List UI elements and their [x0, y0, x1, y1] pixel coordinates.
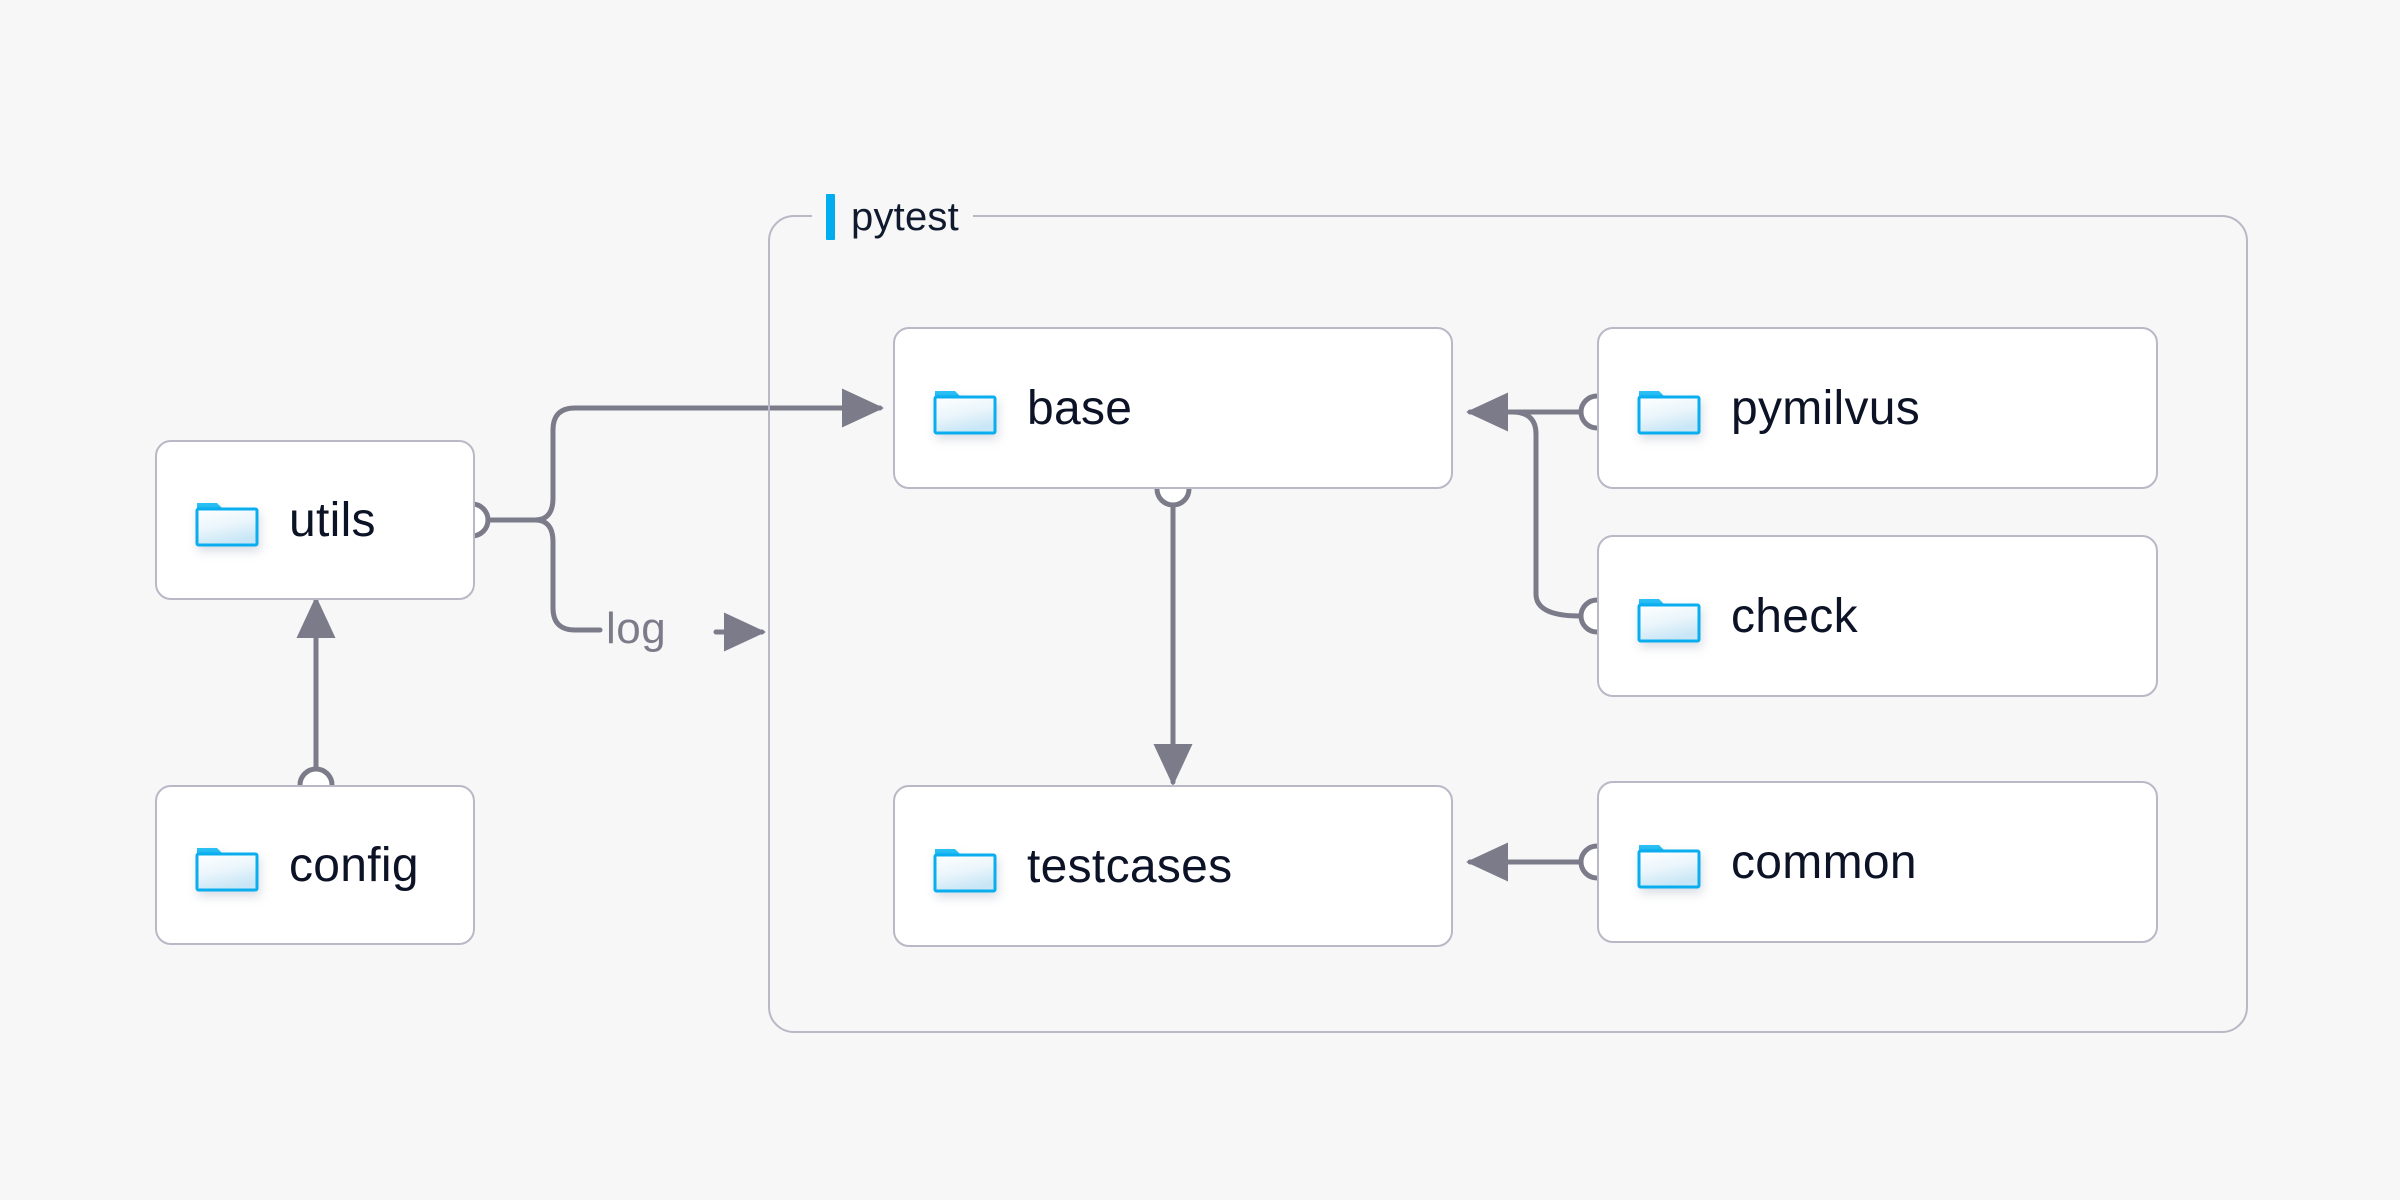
folder-icon — [1637, 381, 1701, 435]
node-label: config — [289, 838, 419, 892]
edge-check-to-base — [1509, 409, 1583, 619]
folder-icon — [195, 493, 259, 547]
folder-icon — [195, 838, 259, 892]
node-pymilvus[interactable]: pymilvus — [1597, 327, 2158, 489]
node-check[interactable]: check — [1597, 535, 2158, 697]
edge-label-log: log — [606, 604, 667, 653]
group-title: pytest — [851, 194, 959, 239]
group-pytest-label: pytest — [812, 190, 973, 244]
node-utils[interactable]: utils — [155, 440, 475, 600]
folder-icon — [933, 381, 997, 435]
group-pytest[interactable] — [768, 215, 2248, 1033]
folder-icon — [933, 839, 997, 893]
node-config[interactable]: config — [155, 785, 475, 945]
node-label: pymilvus — [1731, 381, 1921, 435]
edge-utils-to-pytest-log — [532, 517, 603, 633]
node-label: check — [1731, 589, 1858, 643]
group-accent-bar — [826, 194, 835, 240]
node-label: testcases — [1027, 839, 1233, 893]
edge-utils-to-base — [532, 388, 885, 523]
node-base[interactable]: base — [893, 327, 1453, 489]
node-testcases[interactable]: testcases — [893, 785, 1453, 947]
node-label: common — [1731, 835, 1917, 889]
node-common[interactable]: common — [1597, 781, 2158, 943]
node-label: base — [1027, 381, 1133, 435]
folder-icon — [1637, 835, 1701, 889]
node-label: utils — [289, 493, 376, 547]
folder-icon — [1637, 589, 1701, 643]
